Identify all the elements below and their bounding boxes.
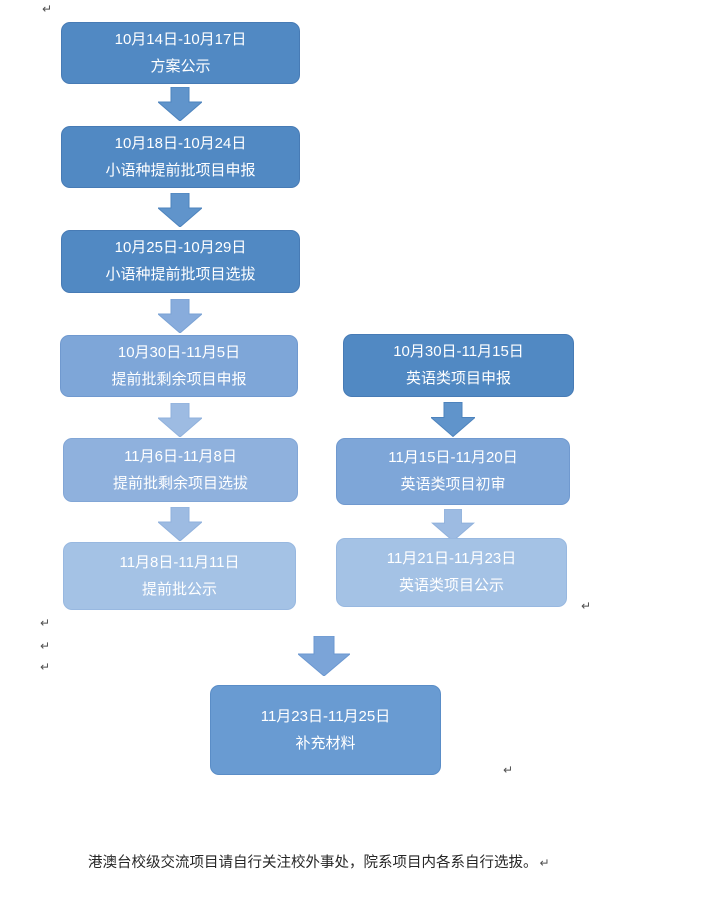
flow-box-date: 11月8日-11月11日 xyxy=(119,553,240,571)
arrow-down-icon xyxy=(158,403,202,437)
arrow-down-icon xyxy=(158,87,202,121)
footnote-text: 港澳台校级交流项目请自行关注校外事处，院系项目内各系自行选拔。↵ xyxy=(88,851,550,872)
flow-box-date: 11月23日-11月25日 xyxy=(260,707,391,725)
footnote-body: 港澳台校级交流项目请自行关注校外事处，院系项目内各系自行选拔。 xyxy=(88,855,538,871)
flow-box-english-publicity: 11月21日-11月23日 英语类项目公示 xyxy=(336,538,567,607)
flow-box-early-remaining-select: 11月6日-11月8日 提前批剩余项目选拔 xyxy=(63,438,298,502)
flow-box-date: 10月18日-10月24日 xyxy=(114,134,247,152)
arrow-down-icon xyxy=(431,402,475,437)
flow-box-english-apply: 10月30日-11月15日 英语类项目申报 xyxy=(343,334,574,397)
flow-box-label: 小语种提前批项目申报 xyxy=(105,161,256,179)
flow-box-date: 10月30日-11月5日 xyxy=(117,343,241,361)
flow-box-label: 补充材料 xyxy=(295,734,356,752)
paragraph-mark-icon: ↵ xyxy=(503,763,514,777)
paragraph-mark-icon: ↵ xyxy=(539,856,550,870)
flow-box-minor-language-apply: 10月18日-10月24日 小语种提前批项目申报 xyxy=(61,126,300,188)
flow-box-label: 方案公示 xyxy=(150,57,211,75)
flow-box-label: 英语类项目初审 xyxy=(400,476,506,493)
flow-box-label: 小语种提前批项目选拔 xyxy=(105,266,256,283)
paragraph-mark-icon: ↵ xyxy=(40,660,51,674)
flow-box-english-review: 11月15日-11月20日 英语类项目初审 xyxy=(336,438,570,505)
flow-box-label: 英语类项目申报 xyxy=(405,370,511,387)
flow-box-date: 10月25日-10月29日 xyxy=(114,239,247,256)
arrow-down-icon xyxy=(158,507,202,541)
paragraph-mark-icon: ↵ xyxy=(40,616,51,630)
arrow-down-icon xyxy=(298,636,350,676)
flow-box-date: 11月6日-11月8日 xyxy=(124,447,237,465)
flow-box-label: 英语类项目公示 xyxy=(398,577,504,594)
flow-box-early-remaining-apply: 10月30日-11月5日 提前批剩余项目申报 xyxy=(60,335,298,397)
flow-box-supplementary-materials: 11月23日-11月25日 补充材料 xyxy=(210,685,441,775)
flow-box-minor-language-select: 10月25日-10月29日 小语种提前批项目选拔 xyxy=(61,230,300,293)
flow-box-label: 提前批剩余项目申报 xyxy=(111,370,247,388)
flow-box-date: 11月15日-11月20日 xyxy=(388,449,518,466)
arrow-down-icon xyxy=(431,509,475,541)
arrow-down-icon xyxy=(158,299,202,333)
flow-box-date: 11月21日-11月23日 xyxy=(386,550,517,567)
flow-box-plan-publicity: 10月14日-10月17日 方案公示 xyxy=(61,22,300,84)
flow-box-date: 10月14日-10月17日 xyxy=(114,30,247,48)
flow-box-label: 提前批剩余项目选拔 xyxy=(112,474,248,492)
paragraph-mark-icon: ↵ xyxy=(581,599,592,613)
flow-box-early-batch-publicity: 11月8日-11月11日 提前批公示 xyxy=(63,542,296,610)
paragraph-mark-icon: ↵ xyxy=(40,639,51,653)
flow-box-label: 提前批公示 xyxy=(141,580,217,598)
paragraph-mark-icon: ↵ xyxy=(42,2,53,16)
flow-box-date: 10月30日-11月15日 xyxy=(393,343,524,360)
arrow-down-icon xyxy=(158,193,202,227)
